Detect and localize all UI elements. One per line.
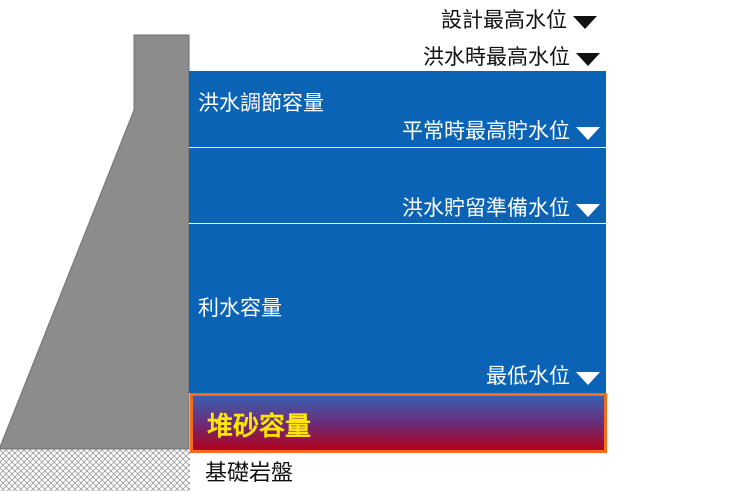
normal-high-level: 平常時最高貯水位 — [402, 119, 600, 143]
normal-high-label: 平常時最高貯水位 — [402, 119, 570, 143]
flood-high-level: 洪水時最高水位 — [423, 45, 600, 69]
flood-storage-label: 洪水貯留準備水位 — [402, 196, 570, 220]
normal-high-line — [189, 147, 606, 148]
minimum-marker-icon — [576, 371, 600, 385]
flood-storage-level: 洪水貯留準備水位 — [402, 196, 600, 220]
flood-high-marker-icon — [576, 52, 600, 66]
sediment-label: 堆砂容量 — [207, 412, 312, 442]
design-high-label: 設計最高水位 — [441, 8, 567, 32]
dam-body — [0, 34, 190, 450]
design-high-marker-icon — [573, 15, 597, 29]
minimum-label: 最低水位 — [486, 364, 570, 388]
flood-high-label: 洪水時最高水位 — [423, 45, 570, 69]
flood-storage-line — [189, 223, 606, 224]
bedrock-hatch — [0, 448, 190, 491]
water-use-label: 利水容量 — [198, 296, 282, 320]
flood-storage-marker-icon — [576, 203, 600, 217]
design-high-level: 設計最高水位 — [441, 8, 597, 32]
normal-high-marker-icon — [576, 126, 600, 140]
flood-control-label: 洪水調節容量 — [198, 91, 324, 115]
flood-control-zone — [189, 71, 606, 393]
minimum-level: 最低水位 — [486, 364, 600, 388]
bedrock-label: 基礎岩盤 — [205, 461, 294, 486]
sediment-zone: 堆砂容量 — [190, 393, 607, 453]
